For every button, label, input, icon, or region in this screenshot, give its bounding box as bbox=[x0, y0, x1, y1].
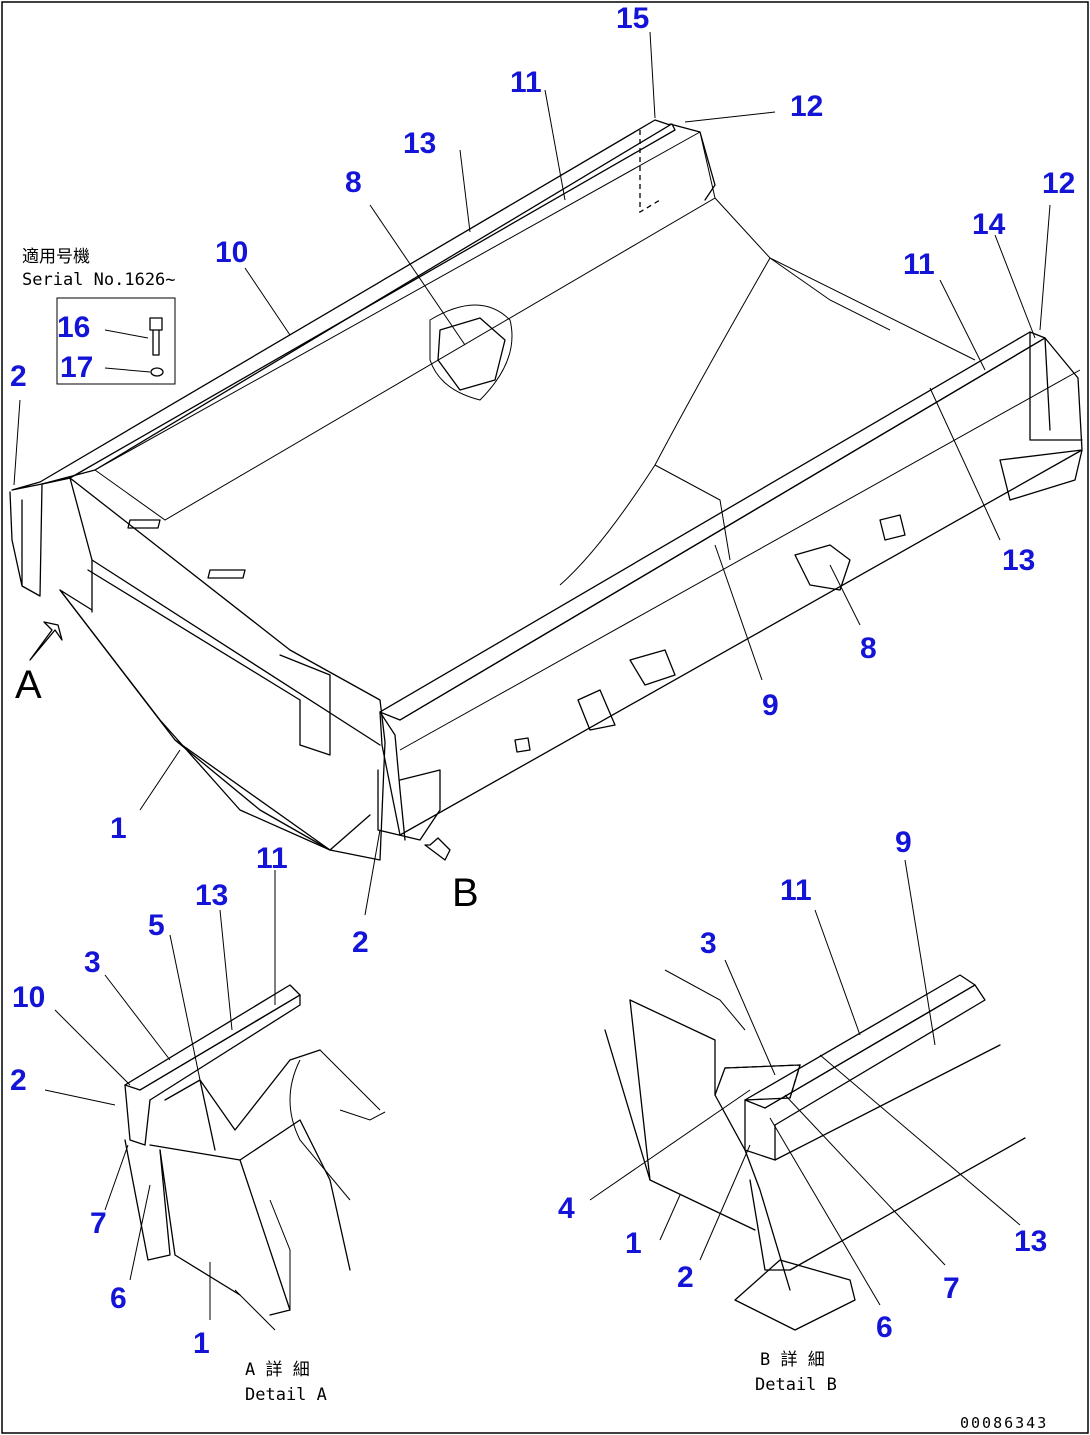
callout-12: 12 bbox=[790, 90, 823, 123]
callout-a-5: 5 bbox=[148, 909, 165, 942]
callout-b-13: 13 bbox=[1014, 1225, 1047, 1258]
callout-a-7: 7 bbox=[90, 1207, 107, 1240]
document-number: 00086343 bbox=[960, 1414, 1048, 1432]
callout-a-13: 13 bbox=[195, 879, 228, 912]
callout-b-11: 11 bbox=[780, 874, 812, 907]
callout-1: 1 bbox=[110, 812, 127, 845]
detail-a-drawing bbox=[44, 870, 386, 1331]
callout-b-3: 3 bbox=[700, 927, 717, 960]
callout-a-2: 2 bbox=[10, 1064, 27, 1097]
left-rail bbox=[11, 119, 671, 491]
callout-a-11: 11 bbox=[256, 842, 288, 875]
serial-note-box bbox=[56, 297, 176, 385]
callout-8b: 8 bbox=[860, 632, 877, 665]
detail-a-label-jp: A 詳 細 bbox=[245, 1360, 310, 1380]
callouts-main: 15 11 12 13 8 10 12 14 11 16 17 2 13 8 9… bbox=[10, 2, 1075, 959]
callout-9: 9 bbox=[762, 689, 779, 722]
callouts-detail-a: 11 13 5 3 10 2 7 6 1 bbox=[10, 842, 288, 1360]
callouts-detail-b: 9 11 3 4 1 2 13 7 6 bbox=[558, 826, 1047, 1344]
callout-13b: 13 bbox=[1002, 544, 1035, 577]
callout-8: 8 bbox=[345, 166, 362, 199]
callout-13: 13 bbox=[403, 127, 436, 160]
view-letter-a: A bbox=[15, 663, 42, 707]
detail-b-label-jp: B 詳 細 bbox=[760, 1350, 825, 1370]
right-bracket-8 bbox=[794, 544, 851, 591]
callout-a-3: 3 bbox=[84, 946, 101, 979]
callout-a-1: 1 bbox=[193, 1327, 210, 1360]
callout-b-1: 1 bbox=[625, 1227, 642, 1260]
callout-11: 11 bbox=[510, 66, 542, 99]
callout-b-7: 7 bbox=[943, 1272, 960, 1305]
view-arrow-a bbox=[29, 621, 63, 661]
rear-post bbox=[377, 711, 441, 841]
serial-note-line1: 適用号機 bbox=[22, 247, 90, 267]
callout-12b: 12 bbox=[1042, 167, 1075, 200]
callout-a-10: 10 bbox=[12, 981, 45, 1014]
left-end-bracket bbox=[9, 477, 93, 613]
callout-b-2: 2 bbox=[677, 1261, 694, 1294]
callout-2b: 2 bbox=[352, 926, 369, 959]
left-side-panel bbox=[59, 477, 386, 861]
callout-17: 17 bbox=[60, 351, 93, 384]
bolt-icon bbox=[149, 317, 163, 356]
callout-11b: 11 bbox=[903, 248, 935, 281]
serial-note: 適用号機 Serial No.1626~ bbox=[22, 247, 176, 385]
serial-note-line2: Serial No.1626~ bbox=[22, 270, 176, 290]
callout-a-6: 6 bbox=[110, 1282, 127, 1315]
washer-icon bbox=[150, 367, 164, 377]
callout-10: 10 bbox=[215, 236, 248, 269]
callout-b-4: 4 bbox=[558, 1192, 575, 1225]
callout-b-9: 9 bbox=[895, 826, 912, 859]
floor-bracket-8 bbox=[437, 317, 506, 391]
detail-b-drawing bbox=[589, 859, 1026, 1331]
detail-a-label-en: Detail A bbox=[245, 1385, 327, 1405]
main-assembly bbox=[9, 31, 1083, 916]
callout-b-6: 6 bbox=[876, 1311, 893, 1344]
callout-2: 2 bbox=[10, 360, 27, 393]
view-letter-b: B bbox=[452, 871, 479, 915]
callout-14: 14 bbox=[972, 208, 1006, 241]
callout-16: 16 bbox=[57, 311, 90, 344]
detail-b-label-en: Detail B bbox=[755, 1375, 837, 1395]
view-arrow-b bbox=[424, 837, 451, 861]
hidden-line-15 bbox=[639, 130, 661, 214]
callout-15: 15 bbox=[616, 2, 649, 35]
right-rail bbox=[379, 331, 1046, 721]
right-end-block bbox=[999, 331, 1083, 501]
